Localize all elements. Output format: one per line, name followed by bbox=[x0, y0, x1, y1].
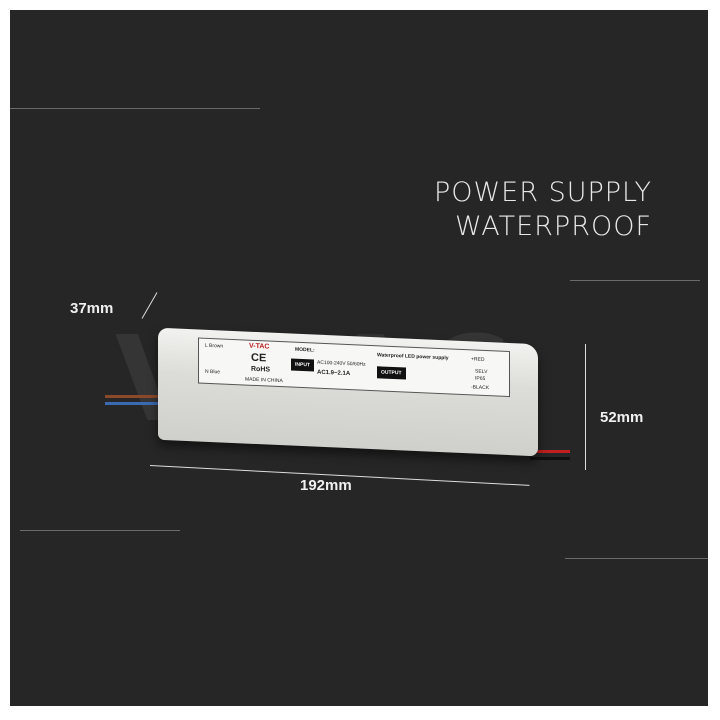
neg-terminal: -BLACK bbox=[471, 384, 490, 392]
product-label: L Brown N Blue V-TAC CE RoHS MADE IN CHI… bbox=[198, 337, 510, 398]
decor-line bbox=[570, 280, 700, 281]
selv-text: SELV bbox=[475, 368, 488, 376]
n-wire-text: N Blue bbox=[205, 368, 221, 376]
input-badge: INPUT bbox=[291, 358, 314, 372]
pos-terminal: +RED bbox=[471, 356, 485, 363]
depth-label: 37mm bbox=[70, 300, 114, 317]
headline-line2: WATERPROOF bbox=[455, 211, 652, 242]
height-dimension-line bbox=[585, 344, 586, 470]
made-in-text: MADE IN CHINA bbox=[245, 376, 283, 385]
description: Waterproof LED power supply bbox=[377, 352, 449, 362]
l-wire-text: L Brown bbox=[205, 342, 224, 350]
height-label: 52mm bbox=[600, 409, 644, 426]
model-label: MODEL: bbox=[295, 346, 315, 354]
input-current: AC1.9~2.1A bbox=[317, 369, 351, 378]
rohs-mark: RoHS bbox=[251, 365, 271, 374]
decor-line bbox=[20, 530, 180, 531]
headline: POWER SUPPLY WATERPROOF bbox=[434, 176, 652, 244]
headline-line1: POWER SUPPLY bbox=[433, 177, 652, 208]
product-banner: V-TAC POWER SUPPLY WATERPROOF L Brown N … bbox=[10, 10, 708, 706]
wire-brown bbox=[105, 395, 165, 398]
decor-line bbox=[565, 558, 708, 559]
wire-black bbox=[530, 457, 570, 460]
brand-logo: V-TAC bbox=[249, 342, 270, 351]
output-badge: OUTPUT bbox=[377, 366, 406, 380]
power-supply-unit: L Brown N Blue V-TAC CE RoHS MADE IN CHI… bbox=[158, 327, 538, 457]
ip-rating: IP65 bbox=[475, 375, 486, 382]
wire-blue bbox=[105, 402, 165, 405]
length-label: 192mm bbox=[300, 477, 352, 494]
input-value: AC100-240V 50/60Hz bbox=[317, 359, 366, 368]
ce-mark: CE bbox=[251, 351, 267, 365]
decor-line bbox=[10, 108, 260, 109]
wire-red bbox=[530, 450, 570, 453]
